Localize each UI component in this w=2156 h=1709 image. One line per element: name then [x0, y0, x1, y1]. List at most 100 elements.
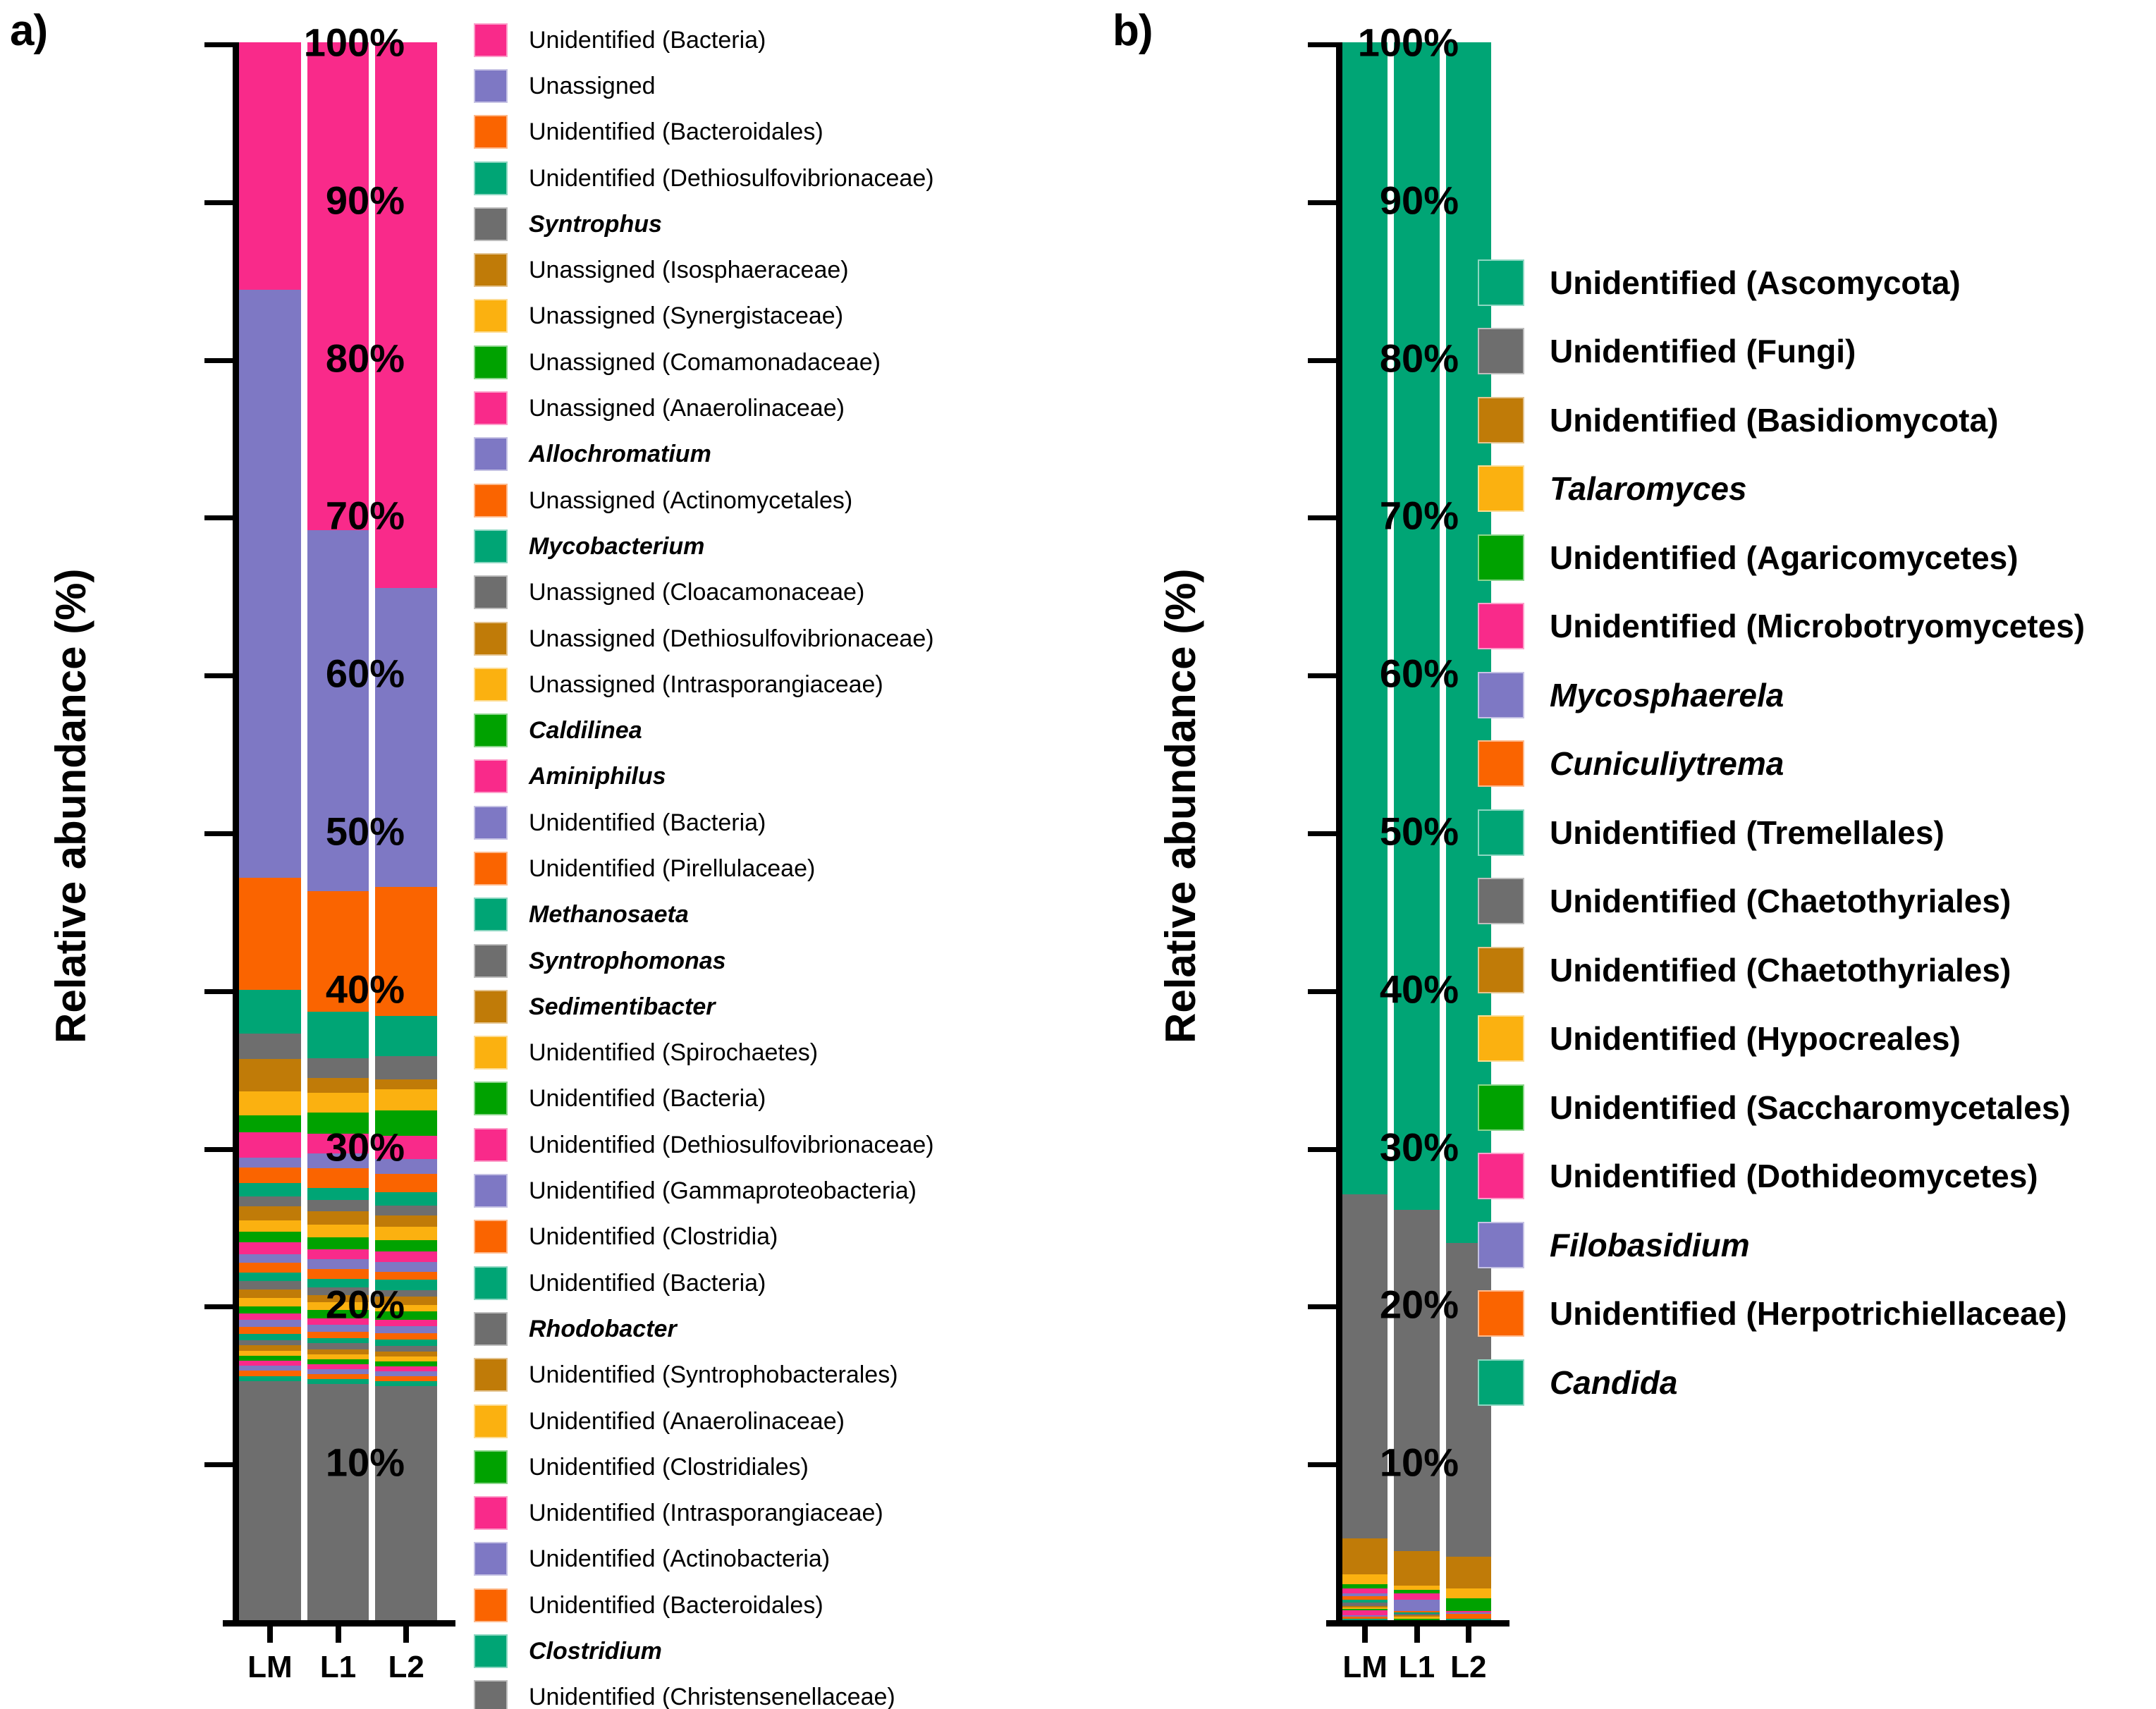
legend-item[interactable]: Unidentified (Dethiosulfovibrionaceae): [474, 155, 1094, 201]
legend-item[interactable]: Unidentified (Ascomycota): [1478, 248, 2133, 317]
legend-item[interactable]: Candida: [1478, 1348, 2133, 1417]
legend-color-swatch-icon: [474, 161, 508, 195]
bar-segment: [1342, 1574, 1388, 1584]
legend-item[interactable]: Unidentified (Clostridiales): [474, 1444, 1094, 1490]
legend-item-label: Unassigned (Actinomycetales): [529, 486, 853, 514]
legend-item[interactable]: Unidentified (Gammaproteobacteria): [474, 1168, 1094, 1213]
legend-item[interactable]: Unidentified (Basidiomycota): [1478, 386, 2133, 455]
x-tick-label: L1: [319, 1650, 357, 1684]
legend-item[interactable]: Unidentified (Actinobacteria): [474, 1536, 1094, 1582]
legend-item[interactable]: Unassigned (Actinomycetales): [474, 477, 1094, 523]
y-tick-mark: [1308, 1462, 1336, 1468]
legend-item[interactable]: Unidentified (Bacteroidales): [474, 109, 1094, 155]
bar-segment: [239, 1220, 301, 1232]
legend-item[interactable]: Allochromatium: [474, 431, 1094, 477]
bar-segment: [375, 588, 438, 887]
x-tick-label: L1: [1398, 1650, 1435, 1684]
legend-item[interactable]: Unidentified (Saccharomycetales): [1478, 1073, 2133, 1142]
x-tick-label: LM: [1342, 1650, 1388, 1684]
legend-item[interactable]: Unidentified (Herpotrichiellaceae): [1478, 1280, 2133, 1349]
legend-item[interactable]: Mycobacterium: [474, 523, 1094, 569]
bar-segment: [375, 1380, 438, 1386]
legend-item[interactable]: Filobasidium: [1478, 1211, 2133, 1280]
bar-segment: [1394, 1615, 1440, 1617]
panel-a-y-axis-line: [233, 42, 239, 1620]
legend-item-label: Cuniculiytrema: [1550, 745, 1784, 783]
legend-item[interactable]: Unassigned (Anaerolinaceae): [474, 385, 1094, 431]
legend-item[interactable]: Unassigned (Isosphaeraceae): [474, 247, 1094, 293]
bar-segment: [307, 1287, 369, 1296]
legend-item[interactable]: Unidentified (Fungi): [1478, 317, 2133, 386]
legend-item[interactable]: Sedimentibacter: [474, 984, 1094, 1029]
legend-item[interactable]: Unidentified (Bacteria): [474, 1076, 1094, 1122]
legend-item[interactable]: Unidentified (Dethiosulfovibrionaceae): [474, 1122, 1094, 1168]
bar-segment: [375, 1079, 438, 1089]
legend-item[interactable]: Unidentified (Intrasporangiaceae): [474, 1490, 1094, 1536]
legend-item[interactable]: Syntrophus: [474, 201, 1094, 247]
legend-item[interactable]: Unidentified (Bacteroidales): [474, 1582, 1094, 1628]
legend-item-label: Unidentified (Dothideomycetes): [1550, 1158, 2038, 1195]
bar-segment: [239, 1262, 301, 1273]
y-tick-mark: [204, 357, 233, 363]
x-tick-mark: [335, 1620, 341, 1643]
bar-segment: [1394, 1590, 1440, 1593]
bar-segment: [1342, 1584, 1388, 1589]
legend-item-label: Unidentified (Pirellulaceae): [529, 854, 816, 882]
bar-segment: [375, 1346, 438, 1352]
legend-item[interactable]: Unidentified (Christensenellaceae): [474, 1674, 1094, 1709]
legend-item[interactable]: Unassigned (Comamonadaceae): [474, 339, 1094, 385]
legend-color-swatch-icon: [474, 575, 508, 610]
legend-item[interactable]: Unidentified (Chaetothyriales): [1478, 936, 2133, 1005]
legend-item[interactable]: Mycosphaerela: [1478, 661, 2133, 730]
legend-item[interactable]: Unassigned (Synergistaceae): [474, 293, 1094, 339]
bar-segment: [375, 1311, 438, 1320]
legend-item[interactable]: Unidentified (Microbotryomycetes): [1478, 592, 2133, 661]
bar-segment: [239, 1232, 301, 1242]
bar-segment: [375, 1351, 438, 1356]
legend-item[interactable]: Unassigned (Dethiosulfovibrionaceae): [474, 615, 1094, 661]
legend-item[interactable]: Unidentified (Anaerolinaceae): [474, 1398, 1094, 1444]
legend-item[interactable]: Unassigned (Cloacamonaceae): [474, 570, 1094, 615]
stacked-bar: [307, 42, 369, 1620]
bar-segment: [375, 1055, 438, 1079]
legend-item[interactable]: Talaromyces: [1478, 455, 2133, 524]
bar-segment: [375, 1251, 438, 1262]
legend-item[interactable]: Unidentified (Chaetothyriales): [1478, 867, 2133, 936]
legend-item[interactable]: Clostridium: [474, 1628, 1094, 1674]
legend-item[interactable]: Rhodobacter: [474, 1306, 1094, 1352]
legend-item[interactable]: Unidentified (Bacteria): [474, 17, 1094, 63]
legend-color-swatch-icon: [474, 1542, 508, 1576]
x-tick-mark: [1362, 1620, 1368, 1643]
legend-item[interactable]: Unassigned (Intrasporangiaceae): [474, 661, 1094, 707]
legend-item[interactable]: Unidentified (Pirellulaceae): [474, 845, 1094, 891]
bar-segment: [307, 1237, 369, 1249]
legend-color-swatch-icon: [474, 1036, 508, 1070]
bar-segment: [239, 1196, 301, 1207]
legend-item[interactable]: Unidentified (Agaricomycetes): [1478, 523, 2133, 592]
bar-segment: [239, 1320, 301, 1327]
legend-item[interactable]: Unidentified (Clostridia): [474, 1214, 1094, 1260]
legend-item[interactable]: Unidentified (Bacteria): [474, 800, 1094, 845]
legend-item[interactable]: Methanosaeta: [474, 892, 1094, 938]
bar-segment: [307, 1337, 369, 1343]
legend-item[interactable]: Unidentified (Dothideomycetes): [1478, 1142, 2133, 1211]
y-tick-label: 20%: [325, 1282, 405, 1327]
legend-item-label: Unidentified (Dethiosulfovibrionaceae): [529, 164, 934, 192]
legend-item[interactable]: Caldilinea: [474, 707, 1094, 753]
legend-item[interactable]: Unidentified (Tremellales): [1478, 798, 2133, 867]
legend-item[interactable]: Syntrophomonas: [474, 938, 1094, 984]
legend-item-label: Unidentified (Clostridia): [529, 1223, 778, 1251]
bar-segment: [375, 1215, 438, 1227]
legend-item[interactable]: Cuniculiytrema: [1478, 730, 2133, 799]
legend-item[interactable]: Unidentified (Syntrophobacterales): [474, 1352, 1094, 1398]
bar-segment: [307, 1058, 369, 1078]
y-tick-label: 60%: [325, 651, 405, 696]
legend-item[interactable]: Unidentified (Bacteria): [474, 1260, 1094, 1306]
legend-item[interactable]: Unidentified (Hypocreales): [1478, 1005, 2133, 1074]
bar-segment: [307, 1301, 369, 1311]
legend-color-swatch-icon: [474, 483, 508, 517]
legend-item[interactable]: Unidentified (Spirochaetes): [474, 1030, 1094, 1076]
legend-item[interactable]: Aminiphilus: [474, 754, 1094, 800]
legend-item[interactable]: Unassigned: [474, 63, 1094, 109]
bar-segment: [375, 1356, 438, 1361]
